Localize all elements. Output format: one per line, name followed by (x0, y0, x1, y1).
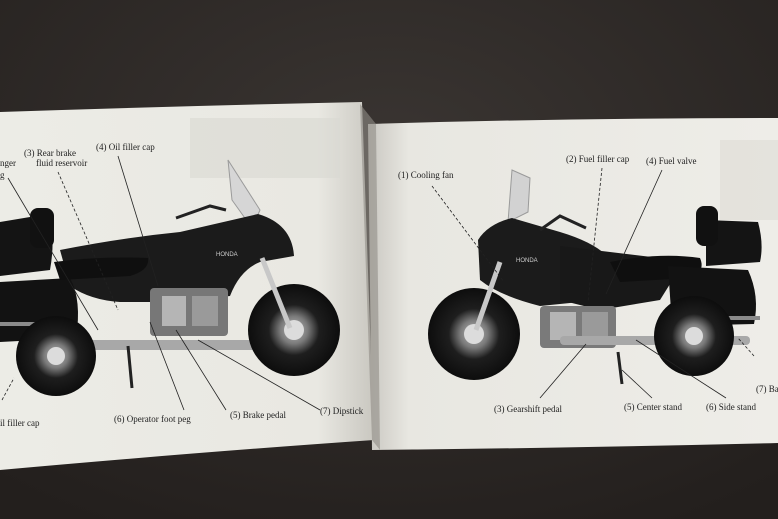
label-center-stand: (5) Center stand (624, 402, 682, 412)
label-rear-brake-fluid-reservoir: (3) Rear brake fluid reservoir (24, 148, 87, 168)
bleed-through-left (190, 118, 340, 178)
label-fragment-g: g (0, 170, 5, 180)
left-honda-badge: HONDA (216, 252, 238, 258)
label-fragment-nger: nger (0, 158, 16, 168)
right-backrest (696, 206, 718, 246)
label-fuel-filler-cap: (2) Fuel filler cap (566, 154, 630, 164)
left-body (60, 214, 294, 302)
label-operator-foot-peg: (6) Operator foot peg (114, 414, 191, 424)
label-brake-pedal: (5) Brake pedal (230, 410, 286, 420)
right-leader-lines (431, 167, 755, 399)
left-seat (54, 257, 149, 280)
label-fragment-ba: (7) Ba (756, 384, 778, 394)
right-honda-badge: HONDA (516, 258, 538, 264)
label-oil-filler-cap-bottom: il filler cap (0, 418, 40, 428)
right-trunk (706, 220, 762, 266)
label-oil-filler-cap: (4) Oil filler cap (96, 142, 155, 152)
left-motorcycle (0, 159, 340, 396)
right-windshield (507, 169, 531, 223)
label-rear-brake-line2: fluid reservoir (36, 158, 88, 168)
label-dipstick: (7) Dipstick (320, 406, 364, 416)
bleed-through-right (720, 140, 778, 220)
left-backrest (30, 208, 54, 248)
label-fuel-valve: (4) Fuel valve (646, 156, 697, 166)
label-side-stand: (6) Side stand (706, 402, 756, 412)
label-gearshift-pedal: (3) Gearshift pedal (494, 404, 562, 414)
book-spine-shadow (360, 104, 380, 450)
right-motorcycle (428, 169, 762, 385)
label-cooling-fan: (1) Cooling fan (398, 170, 454, 180)
left-exhaust (70, 340, 270, 350)
label-rear-brake-line1: (3) Rear brake (24, 148, 76, 158)
left-leader-lines (1, 155, 321, 411)
